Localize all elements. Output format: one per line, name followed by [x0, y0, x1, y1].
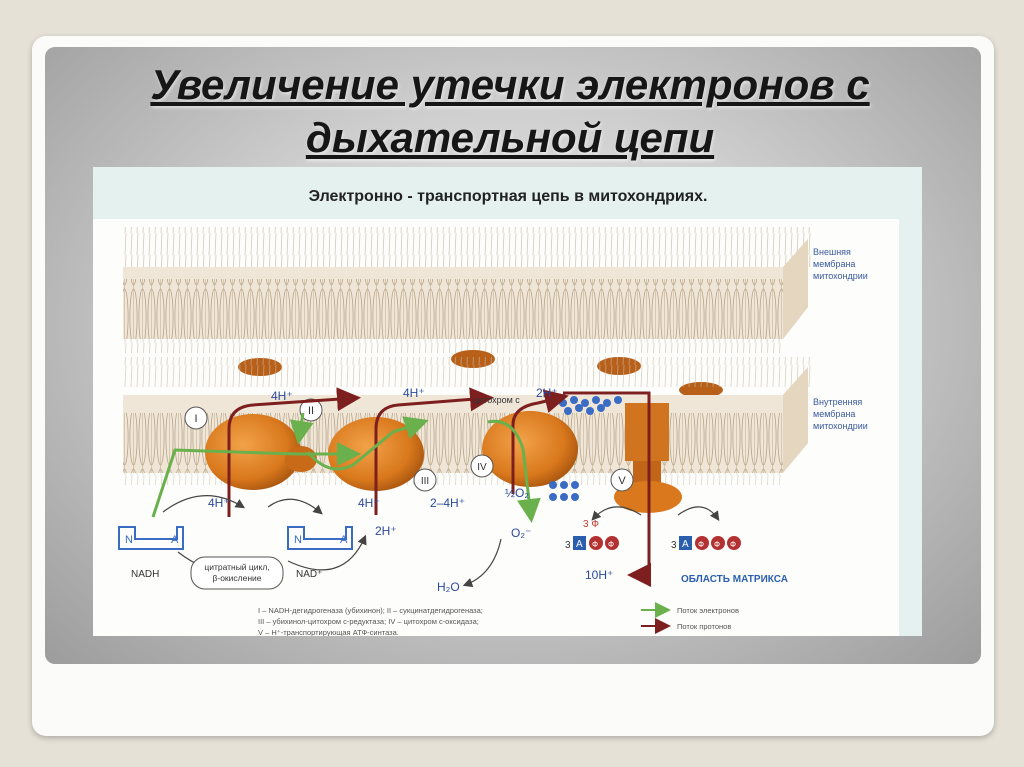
phosphate-label: 3 Ф	[583, 519, 599, 530]
legend-electron-label: Поток электронов	[677, 606, 739, 615]
svg-text:Ф: Ф	[714, 540, 720, 549]
proton-flow-arrows	[227, 387, 651, 587]
proton-matrix: 10H⁺	[585, 568, 613, 582]
complex-i-badge	[184, 406, 208, 430]
proton-bottom-iv: 2–4H⁺	[430, 496, 465, 510]
cytochrome-c-label: цитохром с	[473, 395, 520, 405]
slide-title-line-1: Увеличение утечки электронов с	[150, 61, 870, 108]
complex-iv-label: IV	[477, 462, 487, 473]
complex-ii-label: II	[308, 405, 314, 417]
complex-v-label: V	[618, 475, 626, 487]
complex-ii	[285, 446, 317, 472]
nadh-label: NADH	[131, 569, 159, 580]
heading-band	[93, 167, 922, 219]
legend-text-1: I – NADH-дегидрогеназа (убихинон); II – …	[258, 606, 483, 615]
side-band	[899, 219, 922, 636]
etc-figure: Электронно - транспортная цепь в митохон…	[93, 167, 922, 636]
inner-membrane-label-3: митохондрии	[813, 421, 868, 431]
nad-shape-right: N A	[287, 526, 353, 550]
svg-text:A: A	[576, 539, 583, 550]
nad-a-right: A	[340, 534, 348, 546]
svg-text:Ф: Ф	[592, 540, 598, 549]
complex-v-badge	[610, 468, 634, 492]
nad-plus-label: NAD⁺	[296, 569, 322, 580]
inner-membrane-label-2: мембрана	[813, 409, 855, 419]
nad-shape-left: N A	[118, 526, 184, 550]
proton-bottom-i: 4H⁺	[208, 496, 230, 510]
legend-proton-label: Поток протонов	[677, 622, 731, 631]
atp-molecule: 3 A Ф Ф Ф	[671, 536, 741, 551]
svg-text:3: 3	[565, 540, 571, 551]
oxygen-beads	[549, 481, 579, 501]
oxygen-half-label: ½O₂	[505, 486, 529, 500]
adp-molecule: 3 A Ф Ф	[565, 536, 619, 551]
outer-membrane-label-3: митохондрии	[813, 271, 868, 281]
figure-heading: Электронно - транспортная цепь в митохон…	[309, 188, 708, 205]
outer-membrane	[123, 227, 813, 353]
svg-text:Ф: Ф	[608, 540, 614, 549]
legend-text-3: V – H⁺-транспортирующая АТФ-синтаза.	[258, 628, 399, 636]
complex-iv-badge	[470, 454, 494, 478]
matrix-region-label: ОБЛАСТЬ МАТРИКСА	[681, 574, 788, 585]
slide-title-line-2: дыхательной цепи	[305, 114, 715, 161]
nad-n-left: N	[125, 534, 133, 546]
proton-middle: 2H⁺	[375, 524, 397, 538]
legend-text-2: III – убихинол-цитохром c-редуктаза; IV …	[258, 617, 479, 626]
proton-top-i: 4H⁺	[271, 389, 293, 403]
etc-diagram: Электронно - транспортная цепь в митохон…	[93, 167, 922, 636]
outer-membrane-label-2: мембрана	[813, 259, 855, 269]
complex-i-label: I	[194, 413, 197, 425]
cycle-box	[190, 556, 284, 590]
svg-text:A: A	[682, 539, 689, 550]
inner-membrane-label-1: Внутренняя	[813, 397, 862, 407]
svg-text:3: 3	[671, 540, 677, 551]
proton-top-iii: 4H⁺	[403, 386, 425, 400]
proton-bottom-iii: 4H⁺	[358, 496, 380, 510]
svg-text:Ф: Ф	[730, 540, 736, 549]
complex-iv	[482, 411, 578, 487]
cycle-label-1: цитратный цикл,	[204, 562, 269, 572]
complex-iii-label: III	[421, 476, 429, 487]
electron-flow-arrows	[151, 412, 541, 523]
nad-n-right: N	[294, 534, 302, 546]
complex-iii-badge	[413, 468, 437, 492]
proton-top-iv: 2H⁺	[536, 386, 558, 400]
legend: I – NADH-дегидрогеназа (убихинон); II – …	[258, 602, 739, 636]
slide-title: Увеличение утечки электронов с дыхательн…	[60, 58, 960, 164]
water-label: H₂O	[437, 580, 460, 594]
superoxide-label: O₂⁻	[511, 526, 531, 540]
svg-text:Ф: Ф	[698, 540, 704, 549]
outer-membrane-label-1: Внешняя	[813, 247, 851, 257]
nad-a-left: A	[171, 534, 179, 546]
cytochrome-c-beads	[559, 396, 622, 415]
cycle-label-2: β-окисление	[212, 573, 261, 583]
